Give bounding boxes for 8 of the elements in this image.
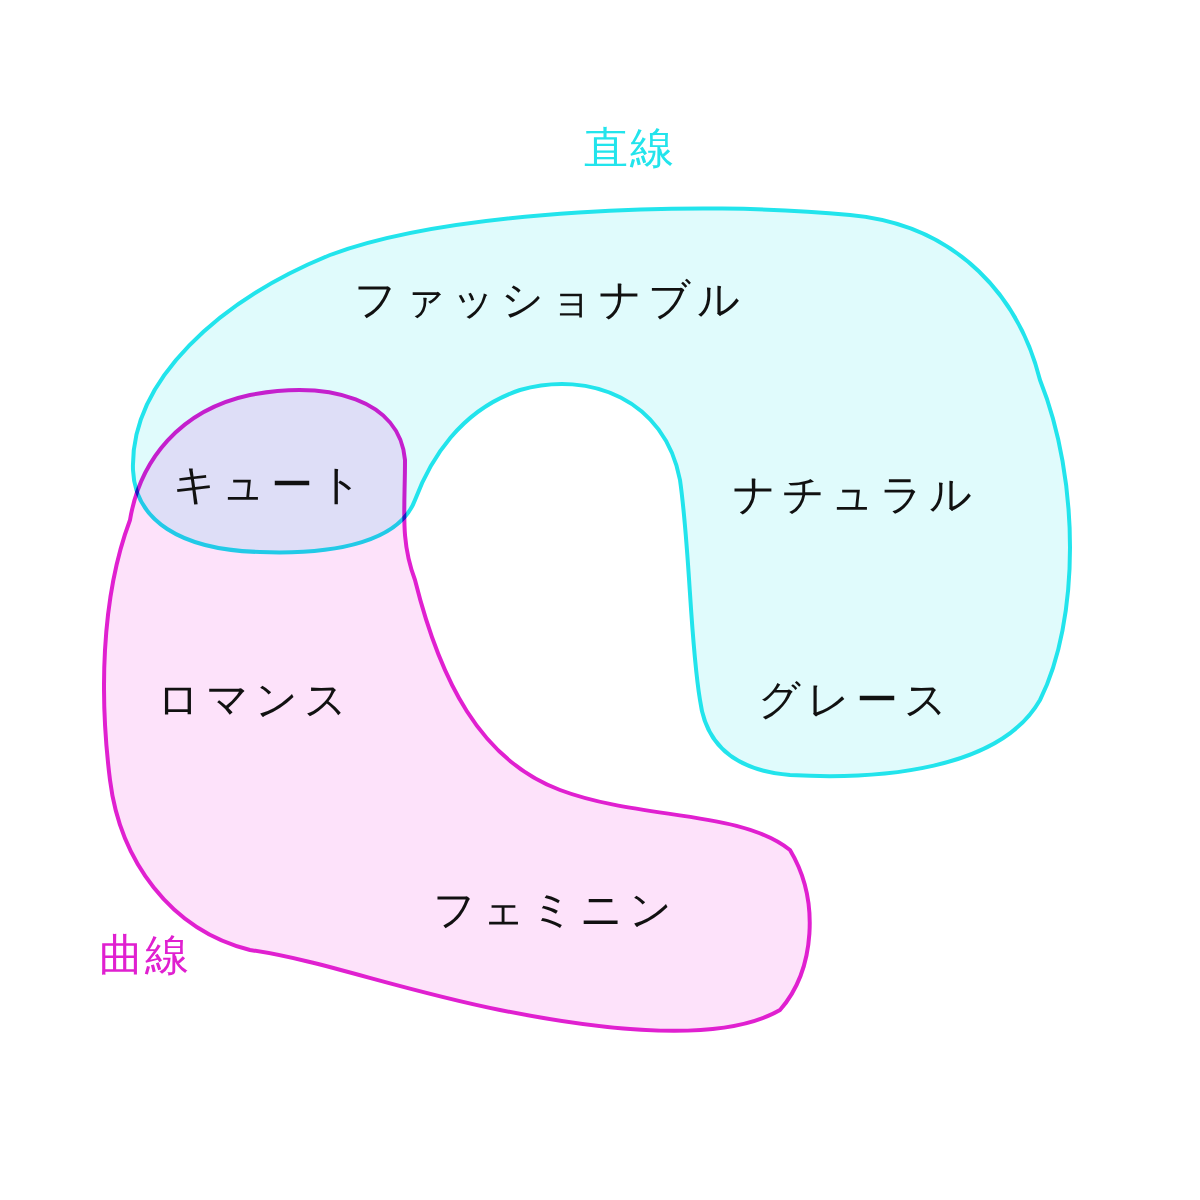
region-heading: 曲線	[99, 927, 191, 982]
region-label: ファッショナブル	[354, 274, 746, 326]
region-label: フェミニン	[432, 884, 678, 936]
region-heading: 直線	[584, 120, 676, 175]
region-label: ロマンス	[157, 674, 353, 726]
region-label: ナチュラル	[732, 469, 978, 521]
overlap-label: キュート	[172, 459, 368, 511]
region-label: グレース	[757, 674, 953, 726]
